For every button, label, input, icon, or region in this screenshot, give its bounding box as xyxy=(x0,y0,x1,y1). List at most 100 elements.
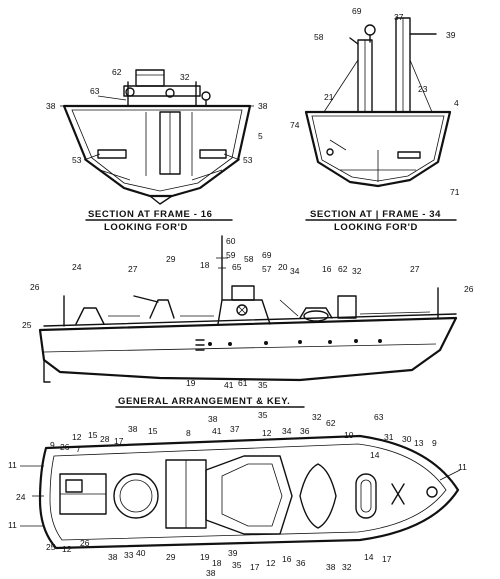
plan-label-12-lower: 12 xyxy=(266,558,276,568)
section34-subtitle: LOOKING FOR'D xyxy=(334,222,418,233)
profile-label-58: 58 xyxy=(244,254,254,264)
profile-label-61: 61 xyxy=(238,378,248,388)
profile-label-16: 16 xyxy=(322,264,332,274)
profile-label-65: 65 xyxy=(232,262,242,272)
plan-label-31: 31 xyxy=(384,432,394,442)
plan-label-12-bottom: 12 xyxy=(62,544,72,554)
plan-label-11-top: 11 xyxy=(8,460,17,470)
plan-label-37: 37 xyxy=(230,424,240,434)
plan-label-9-aft: 9 xyxy=(50,440,55,450)
profile-label-34: 34 xyxy=(290,266,300,276)
plan-label-28: 28 xyxy=(100,434,110,444)
plan-label-32: 32 xyxy=(312,412,322,422)
plan-label-17-bottom: 17 xyxy=(250,562,260,572)
plan-label-38-bottom: 38 xyxy=(108,552,118,562)
profile-label-19: 19 xyxy=(186,378,196,388)
section16-title: SECTION AT FRAME - 16 xyxy=(88,209,213,220)
profile-label-27-fwd: 27 xyxy=(128,264,138,274)
section16-subtitle: LOOKING FOR'D xyxy=(104,222,188,233)
s34-label-71: 71 xyxy=(450,187,460,197)
section-frame-34: 69 37 58 39 21 23 4 74 71 SECTION AT | F… xyxy=(290,6,460,233)
profile-label-26-right: 26 xyxy=(464,284,474,294)
plan-label-36: 36 xyxy=(300,426,310,436)
plan-label-12-aft: 12 xyxy=(72,432,82,442)
s34-label-58: 58 xyxy=(314,32,324,42)
plan-label-38: 38 xyxy=(208,414,218,424)
s16-label-5: 5 xyxy=(258,131,263,141)
plan-label-26-bottom: 26 xyxy=(80,538,90,548)
profile-label-29: 29 xyxy=(166,254,176,264)
s16-label-38-left: 38 xyxy=(46,101,56,111)
profile-label-57: 57 xyxy=(262,264,272,274)
plan-label-15-aft: 15 xyxy=(88,430,98,440)
s16-label-53-left: 53 xyxy=(72,155,82,165)
profile-label-62: 62 xyxy=(338,264,348,274)
plan-label-38-lower: 38 xyxy=(326,562,336,572)
s34-label-39: 39 xyxy=(446,30,456,40)
plan-label-30: 30 xyxy=(402,434,412,444)
plan-view: 38 41 37 35 12 34 36 32 62 10 63 15 12 1… xyxy=(8,410,467,578)
s16-label-32: 32 xyxy=(180,72,190,82)
profile-label-60: 60 xyxy=(226,236,236,246)
profile-label-59: 59 xyxy=(226,250,236,260)
profile-label-24: 24 xyxy=(72,262,82,272)
profile-label-69: 69 xyxy=(262,250,272,260)
plan-label-25: 25 xyxy=(46,542,56,552)
plan-label-34: 34 xyxy=(282,426,292,436)
section-frame-16: 62 32 63 38 38 5 53 53 SECTION AT FRAME … xyxy=(46,67,268,233)
s34-label-74: 74 xyxy=(290,120,300,130)
plan-label-11-bottom: 11 xyxy=(8,520,17,530)
s34-label-37: 37 xyxy=(394,12,404,22)
plan-label-39: 39 xyxy=(228,548,238,558)
s34-label-4: 4 xyxy=(454,98,459,108)
s16-label-62: 62 xyxy=(112,67,122,77)
s34-label-69: 69 xyxy=(352,6,362,16)
plan-label-11-bow: 11 xyxy=(458,462,467,472)
s34-label-23: 23 xyxy=(418,84,428,94)
plan-label-13: 13 xyxy=(414,438,424,448)
plan-label-26-top: 26 xyxy=(60,442,70,452)
profile-label-18: 18 xyxy=(200,260,210,270)
s16-label-63: 63 xyxy=(90,86,100,96)
s16-label-53-right: 53 xyxy=(243,155,253,165)
plan-label-36-bottom: 36 xyxy=(296,558,306,568)
profile-view: 60 18 59 58 69 29 24 27 65 57 20 34 16 6… xyxy=(22,235,474,408)
plan-label-10: 10 xyxy=(344,430,354,440)
profile-label-41: 41 xyxy=(224,380,234,390)
plan-label-32-bottom: 32 xyxy=(342,562,352,572)
plan-label-14-bottom: 14 xyxy=(364,552,374,562)
plan-label-9-fwd: 9 xyxy=(432,438,437,448)
profile-label-20: 20 xyxy=(278,262,288,272)
section34-title: SECTION AT | FRAME - 34 xyxy=(310,209,441,220)
profile-label-32: 32 xyxy=(352,266,362,276)
s16-label-38-right: 38 xyxy=(258,101,268,111)
plan-label-29: 29 xyxy=(166,552,176,562)
plan-label-62: 62 xyxy=(326,418,336,428)
plan-label-33: 33 xyxy=(124,550,134,560)
plan-label-24: 24 xyxy=(16,492,26,502)
plan-label-38-bottom2: 38 xyxy=(206,568,216,578)
profile-label-35: 35 xyxy=(258,380,268,390)
plan-label-40: 40 xyxy=(136,548,146,558)
plan-label-8: 8 xyxy=(186,428,191,438)
s34-label-21: 21 xyxy=(324,92,334,102)
profile-label-25: 25 xyxy=(22,320,32,330)
plan-label-7: 7 xyxy=(76,444,81,454)
plan-label-35-bottom: 35 xyxy=(232,560,242,570)
plan-label-19: 19 xyxy=(200,552,210,562)
plan-label-35: 35 xyxy=(258,410,268,420)
plan-label-18: 18 xyxy=(212,558,222,568)
profile-label-27-aft: 27 xyxy=(410,264,420,274)
plan-label-14-top: 14 xyxy=(370,450,380,460)
profile-label-26-left: 26 xyxy=(30,282,40,292)
plan-label-41: 41 xyxy=(212,426,222,436)
plan-label-12: 12 xyxy=(262,428,272,438)
plan-label-17-fwd: 17 xyxy=(382,554,392,564)
plan-label-63: 63 xyxy=(374,412,384,422)
plan-label-38-top: 38 xyxy=(128,424,138,434)
plan-label-17-top: 17 xyxy=(114,436,124,446)
general-arrangement-caption: GENERAL ARRANGEMENT & KEY. xyxy=(118,396,290,407)
plan-label-16: 16 xyxy=(282,554,292,564)
